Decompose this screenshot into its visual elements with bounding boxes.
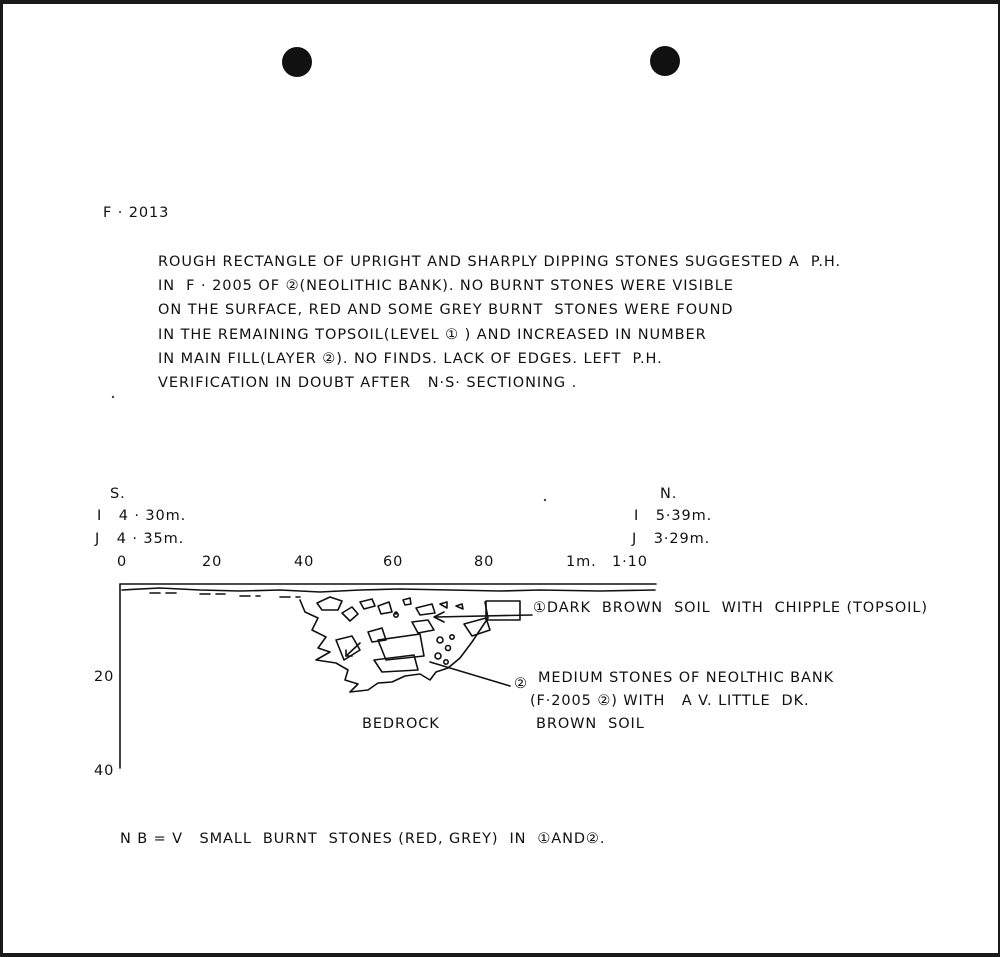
ground-surface-line — [121, 587, 656, 593]
layer-2-marker: ② — [514, 676, 528, 692]
depth-tick-label: 40 — [94, 763, 115, 779]
description-line: IN F · 2005 OF ②(NEOLITHIC BANK). NO BUR… — [158, 278, 734, 295]
north-grid-j: J 3·29m. — [632, 531, 711, 547]
layer-2-label-line: MEDIUM STONES OF NEOLTHIC BANK — [538, 670, 835, 686]
scale-tick-label: 20 — [202, 554, 223, 570]
stone — [448, 633, 455, 640]
page-border-top — [0, 0, 1000, 4]
stone — [377, 633, 425, 661]
stone — [442, 658, 449, 665]
stone-dot — [394, 611, 398, 615]
layer-2-label-line: BROWN SOIL — [536, 716, 645, 732]
stone — [455, 603, 464, 610]
arrowhead — [433, 611, 445, 623]
south-grid-j: J 4 · 35m. — [95, 531, 185, 547]
stone — [434, 652, 442, 660]
arrowhead — [345, 649, 353, 657]
scale-tick-label: 80 — [474, 554, 495, 570]
topsoil-dash — [149, 592, 301, 598]
page-border-left — [0, 0, 3, 957]
stone — [402, 597, 412, 606]
footnote: N B = V SMALL BURNT STONES (RED, GREY) I… — [120, 831, 606, 847]
stone-arrow — [345, 642, 361, 657]
description-line: IN MAIN FILL(LAYER ②). NO FINDS. LACK OF… — [158, 350, 663, 367]
south-grid-i: I 4 · 30m. — [97, 508, 187, 524]
pit-outline — [299, 599, 489, 693]
stone — [367, 627, 387, 643]
page-border-bottom — [0, 953, 1000, 957]
layer-1-label: ①DARK BROWN SOIL WITH CHIPPLE (TOPSOIL) — [533, 600, 928, 616]
stone — [463, 617, 491, 637]
ink-speck — [111, 395, 115, 399]
stone — [373, 654, 419, 673]
layer-2-pointer — [429, 661, 511, 687]
ink-speck — [543, 498, 547, 502]
stone — [444, 644, 452, 652]
scale-tick-label: 0 — [117, 554, 128, 570]
feature-description: ROUGH RECTANGLE OF UPRIGHT AND SHARPLY D… — [158, 251, 841, 396]
stone — [485, 600, 521, 621]
scale-tick-label: 40 — [294, 554, 315, 570]
north-grid-i: I 5·39m. — [634, 508, 713, 524]
description-line: IN THE REMAINING TOPSOIL(LEVEL ① ) AND I… — [158, 326, 707, 343]
scale-tick-label: 1·10 — [612, 554, 648, 570]
description-line: VERIFICATION IN DOUBT AFTER N·S· SECTION… — [158, 374, 578, 391]
stone — [341, 606, 359, 622]
scale-tick-label: 1m. — [566, 554, 597, 570]
stone — [439, 601, 448, 609]
stone — [436, 636, 444, 644]
description-line: ROUGH RECTANGLE OF UPRIGHT AND SHARPLY D… — [158, 254, 842, 270]
north-label: N. — [660, 486, 678, 502]
stone — [359, 598, 376, 610]
layer-1-pointer — [435, 614, 533, 618]
page-border-right — [998, 0, 1000, 957]
bedrock-label: BEDROCK — [362, 716, 440, 732]
stone — [415, 603, 436, 616]
feature-id: F · 2013 — [103, 205, 170, 221]
layer-2-label-line: (F·2005 ②) WITH A V. LITTLE DK. — [530, 693, 810, 709]
stone — [411, 619, 435, 634]
description-line: ON THE SURFACE, RED AND SOME GREY BURNT … — [158, 302, 734, 319]
stone — [377, 601, 393, 615]
stone — [335, 635, 361, 661]
depth-tick-label: 20 — [94, 669, 115, 685]
punch-hole — [650, 46, 680, 76]
stone — [316, 596, 343, 611]
scale-tick-label: 60 — [383, 554, 404, 570]
punch-hole — [282, 47, 312, 77]
south-label: S. — [110, 486, 126, 502]
